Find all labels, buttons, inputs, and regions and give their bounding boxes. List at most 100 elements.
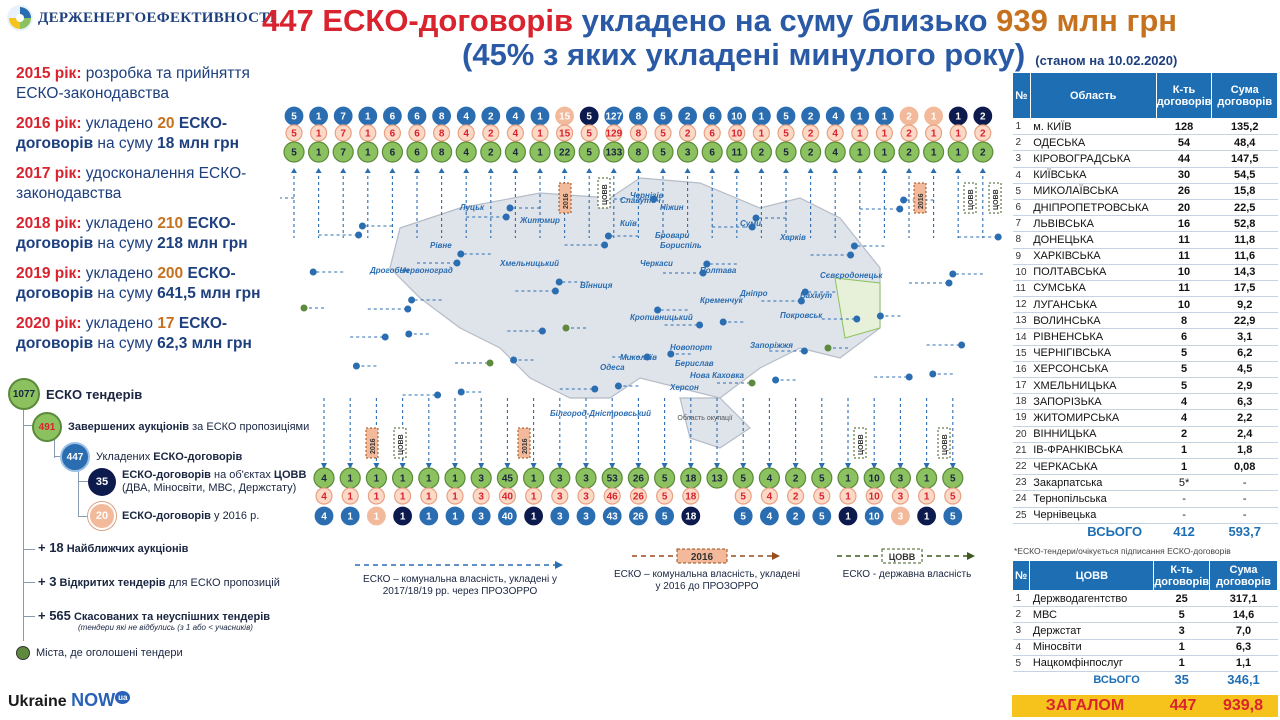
arrow-down-icon <box>792 463 799 469</box>
mid-count-circle <box>826 124 844 142</box>
arrow-down-icon <box>321 463 327 469</box>
mid-count-circle <box>629 124 647 142</box>
bot-count-circle <box>529 141 551 163</box>
bot-count-circle <box>849 141 871 163</box>
tree-open: + 3 Відкритих тендерів для ЕСКО пропозиц… <box>38 574 280 589</box>
mid-count-circle <box>309 124 328 142</box>
mid-count-circle-label: 2 <box>980 129 986 140</box>
tag-covv <box>393 427 407 459</box>
bottom-mid-circle-label: 18 <box>685 492 697 503</box>
city-label: Сєвєродонецьк <box>820 271 883 280</box>
year-item: 2017 рік: удосконалення ЕСКО-законодавст… <box>16 165 247 202</box>
arrow-up-icon <box>832 168 839 173</box>
arrow-down-icon <box>923 463 930 469</box>
bottom-top-circle-label: 26 <box>633 474 645 485</box>
city-dot <box>355 231 363 239</box>
bottom-mid-circle <box>682 487 700 505</box>
city-dot <box>551 287 559 295</box>
mid-count-circle-label: 15 <box>559 129 571 140</box>
mid-count-circle-label: 5 <box>586 129 592 140</box>
bottom-mid-circle <box>446 487 464 505</box>
arrow-down-icon <box>818 463 825 469</box>
bot-count-circle-label: 11 <box>732 148 743 159</box>
top-count-circle-label: 4 <box>832 112 838 123</box>
bottom-top-circle-label: 1 <box>531 474 537 485</box>
city-dot <box>309 268 317 276</box>
bottom-mid-circle <box>865 487 883 505</box>
bot-count-circle <box>677 141 699 163</box>
bot-count-circle-label: 2 <box>980 148 986 159</box>
arrow-down-icon <box>609 463 616 469</box>
bottom-bot-circle-label: 18 <box>685 512 697 523</box>
tag-2016-text: 2016 <box>563 193 570 209</box>
city-label: Житомир <box>519 216 560 225</box>
legend-tag-2016: 2016 <box>691 552 714 563</box>
top-count-circle-label: 2 <box>488 112 494 123</box>
bottom-mid-circle <box>629 487 647 505</box>
city-dot <box>748 223 756 231</box>
bottom-bot-circle <box>549 505 571 527</box>
mid-count-circle <box>924 124 943 142</box>
mid-count-circle <box>949 124 967 142</box>
arrow-down-icon <box>452 463 458 469</box>
bottom-bot-circle <box>418 505 440 527</box>
title-date: (станом на 10.02.2020) <box>1035 53 1178 68</box>
city-label: Бровари <box>655 231 690 240</box>
bottom-top-circle-label: 1 <box>426 474 432 485</box>
mid-count-circle <box>777 124 795 142</box>
bottom-top-circle-label: 1 <box>924 474 930 485</box>
bottom-mid-circle <box>551 487 569 505</box>
city-dot <box>800 347 808 355</box>
bot-count-circle <box>480 141 502 163</box>
mid-count-circle <box>457 124 475 142</box>
city-dot <box>654 306 662 314</box>
city-dot <box>502 213 510 221</box>
city-dot <box>748 379 756 387</box>
top-count-circle-label: 2 <box>685 112 691 123</box>
arrow-up-icon <box>660 168 666 173</box>
city-dot <box>601 241 609 249</box>
bottom-mid-circle <box>315 487 333 505</box>
mid-count-circle-label: 6 <box>709 129 715 140</box>
arrow-up-icon <box>758 168 765 173</box>
mid-count-circle <box>851 124 869 142</box>
arrow-up-icon <box>315 168 322 173</box>
city-label: Черкаси <box>640 259 673 268</box>
arrow-down-icon <box>740 463 747 469</box>
city-label: Одеса <box>600 363 625 372</box>
energy-logo-icon <box>7 5 33 31</box>
tag-covv-text: ЦОВВ <box>968 189 975 210</box>
city-dot <box>555 278 563 286</box>
arrow-down-icon <box>871 463 878 469</box>
bottom-mid-circle-label: 1 <box>400 492 406 503</box>
city-label: Славутич <box>620 196 661 205</box>
regions-note: *ЕСКО-тендери/очікується підписання ЕСКО… <box>1014 546 1231 556</box>
bot-count-circle-label: 5 <box>660 148 666 159</box>
top-count-circle-label: 8 <box>636 112 642 123</box>
city-dot <box>958 341 966 349</box>
top-count-circle-label: 5 <box>660 112 666 123</box>
bot-count-circle-label: 8 <box>636 148 642 159</box>
arrow-down-icon <box>556 463 563 469</box>
tree-node-tenders: 1077 ЕСКО тендерів <box>8 378 142 410</box>
bottom-mid-circle-label: 46 <box>607 492 619 503</box>
city-dot <box>850 242 858 250</box>
arrow-down-icon <box>635 463 642 469</box>
city-marker-icon <box>16 646 30 660</box>
bottom-mid-circle-label: 3 <box>583 492 589 503</box>
mid-count-circle-label: 1 <box>316 129 322 140</box>
bottom-mid-circle-label: 1 <box>531 492 537 503</box>
bot-count-circle <box>332 141 354 163</box>
page-title: 447 ЕСКО-договорів укладено на суму близ… <box>262 4 1272 78</box>
city-label: Київ <box>620 219 637 228</box>
bottom-bot-circle <box>889 505 912 527</box>
org-name: ДЕРЖЕНЕРГОЕФЕКТИВНОСТІ <box>38 9 276 26</box>
city-dot <box>538 327 546 335</box>
top-count-circle-label: 6 <box>709 112 715 123</box>
top-count-circle-label: 1 <box>316 112 322 123</box>
top-count-circle-label: 6 <box>414 112 420 123</box>
year-item: 2018 рік: укладено 210 ЕСКО-договорів на… <box>16 215 248 252</box>
bottom-mid-circle-label: 5 <box>819 492 825 503</box>
